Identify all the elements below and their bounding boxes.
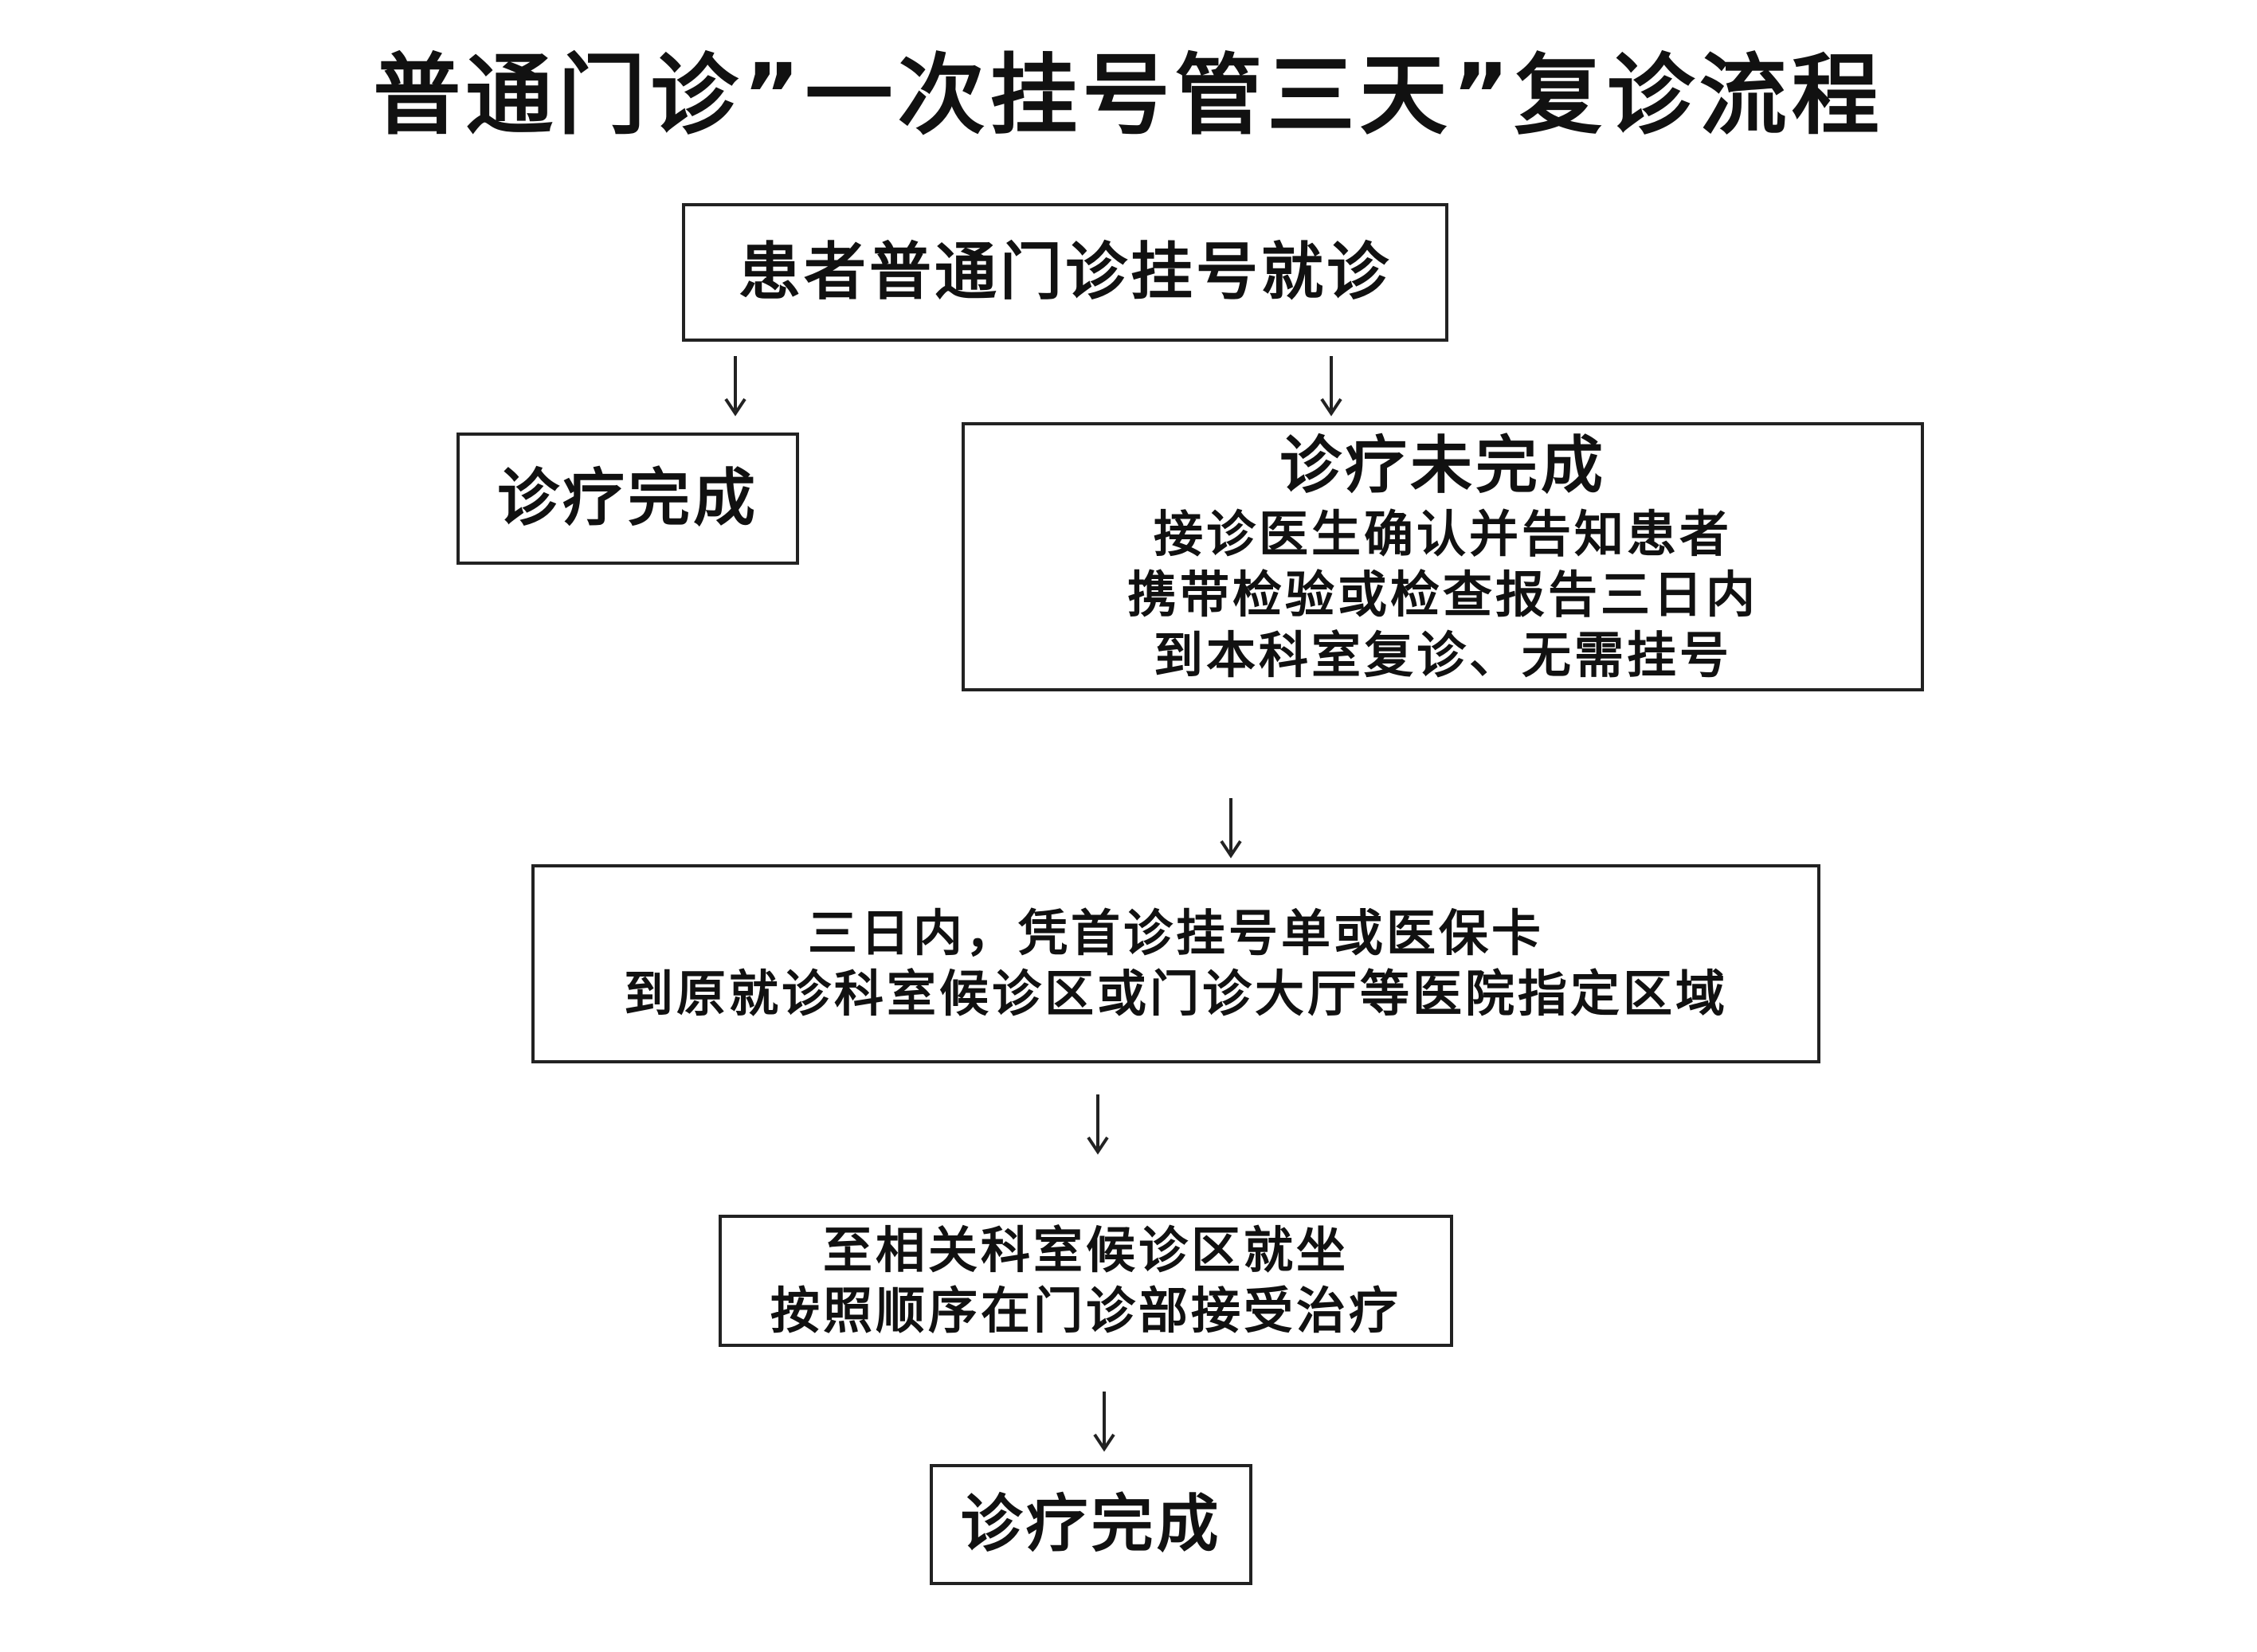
waiting-line: 至相关科室候诊区就坐 [822, 1221, 1349, 1279]
not-done-line: 到本科室复诊、无需挂号 [1153, 626, 1732, 684]
waiting-node: 至相关科室候诊区就坐 按照顺序在门诊部接受治疗 [719, 1215, 1453, 1347]
done-final-node-text: 诊疗完成 [960, 1489, 1222, 1560]
revisit-line: 三日内，凭首诊挂号单或医保卡 [807, 904, 1544, 962]
revisit-node: 三日内，凭首诊挂号单或医保卡 到原就诊科室候诊区或门诊大厅等医院指定区域 [531, 864, 1820, 1063]
done-first-node: 诊疗完成 [456, 433, 799, 565]
down-arrow-icon [1088, 1390, 1120, 1452]
done-final-node: 诊疗完成 [930, 1464, 1252, 1585]
down-arrow-icon [1215, 797, 1247, 859]
page-title: 普通门诊”一次挂号管三天”复诊流程 [373, 45, 1884, 147]
start-node: 患者普通门诊挂号就诊 [682, 203, 1448, 342]
waiting-line: 按照顺序在门诊部接受治疗 [770, 1282, 1401, 1340]
down-arrow-icon [1082, 1093, 1114, 1155]
done-first-node-text: 诊疗完成 [496, 463, 758, 534]
start-node-text: 患者普通门诊挂号就诊 [738, 237, 1392, 308]
not-done-heading: 诊疗未完成 [1279, 430, 1606, 502]
down-arrow-icon [1315, 354, 1347, 417]
down-arrow-icon [719, 354, 751, 417]
revisit-line: 到原就诊科室候诊区或门诊大厅等医院指定区域 [623, 965, 1728, 1023]
not-done-line: 接诊医生确认并告知患者 [1153, 505, 1732, 563]
not-done-line: 携带检验或检查报告三日内 [1127, 566, 1758, 624]
not-done-node: 诊疗未完成 接诊医生确认并告知患者 携带检验或检查报告三日内 到本科室复诊、无需… [962, 422, 1924, 691]
